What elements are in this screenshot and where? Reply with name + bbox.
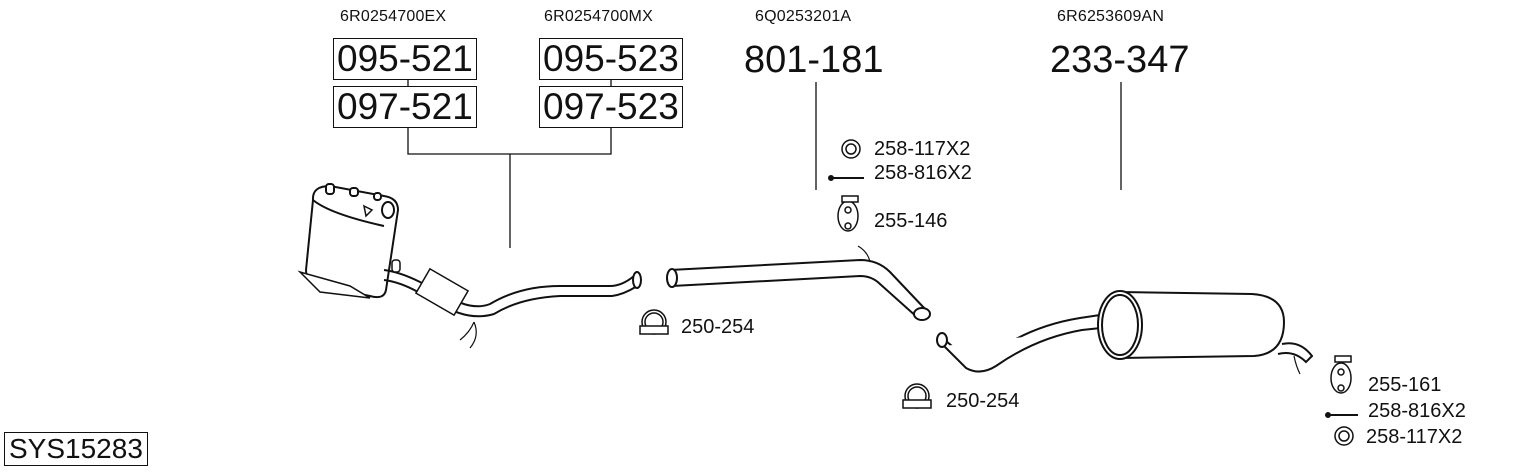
part-number-box[interactable]: 097-523 — [539, 86, 683, 128]
accessory-label[interactable]: 258-117X2 — [874, 138, 971, 160]
part-number-box[interactable]: 095-521 — [333, 38, 477, 80]
accessory-label[interactable]: 258-117X2 — [1366, 426, 1463, 448]
accessory-label[interactable]: 250-254 — [681, 316, 755, 338]
oe-number: 6R0254700EX — [340, 8, 447, 25]
middle-pipe — [666, 245, 931, 321]
part-number[interactable]: 233-347 — [1050, 39, 1190, 81]
system-code: SYS15283 — [4, 432, 148, 466]
bolt-icon — [828, 175, 864, 181]
diesel-particulate-filter — [297, 183, 400, 299]
part-number-box[interactable]: 095-523 — [539, 38, 683, 80]
accessory-label[interactable]: 255-146 — [874, 210, 948, 232]
rubber-hanger-icon — [1330, 355, 1352, 394]
accessory-label[interactable]: 258-816X2 — [874, 162, 972, 184]
oe-number: 6R0254700MX — [544, 8, 653, 25]
clamp-icon — [902, 383, 932, 409]
ring-gasket-icon — [1334, 426, 1354, 446]
part-number-box[interactable]: 097-521 — [333, 86, 477, 128]
ring-gasket-icon — [841, 139, 861, 159]
bolt-icon — [1325, 412, 1358, 418]
rear-silencer — [936, 290, 1314, 375]
oe-number: 6Q0253201A — [755, 8, 852, 25]
clamp-icon — [639, 309, 669, 335]
accessory-label[interactable]: 250-254 — [946, 390, 1020, 412]
part-number[interactable]: 801-181 — [744, 39, 884, 81]
accessory-label[interactable]: 255-161 — [1368, 374, 1442, 396]
oe-number: 6R6253609AN — [1057, 8, 1165, 25]
accessory-label[interactable]: 258-816X2 — [1368, 400, 1466, 422]
connector-line — [407, 128, 612, 155]
front-pipe — [383, 259, 642, 349]
rubber-hanger-icon — [837, 195, 859, 232]
